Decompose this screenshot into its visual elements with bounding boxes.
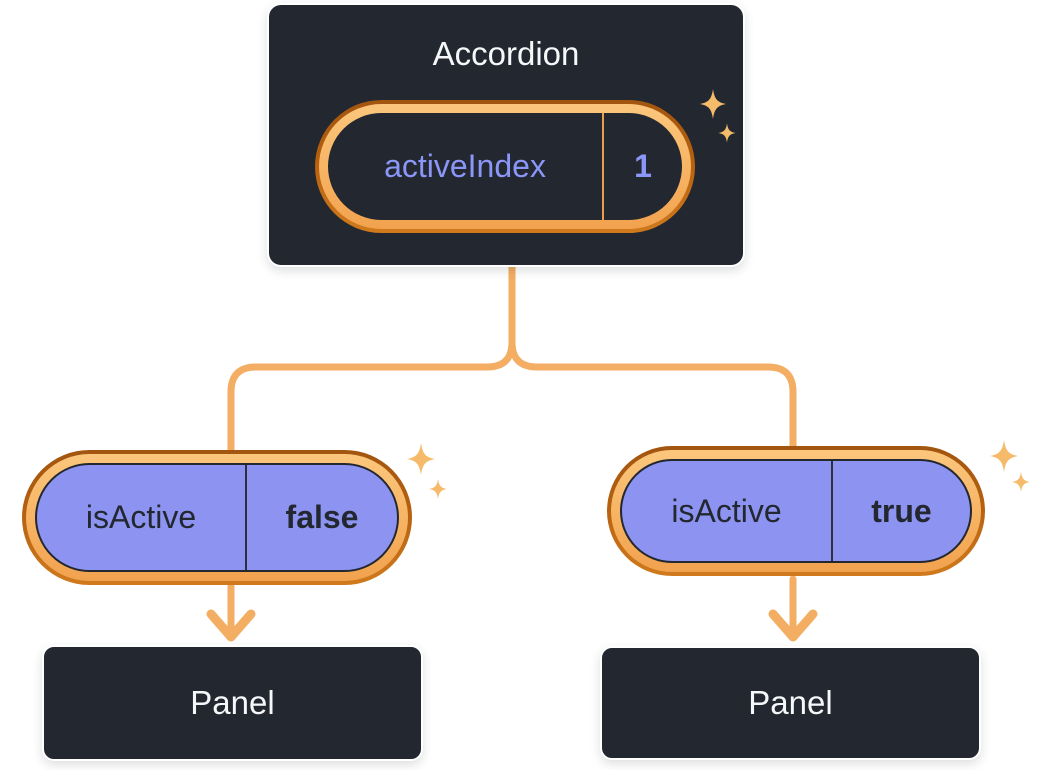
sparkles-icon	[990, 440, 1030, 492]
accordion-title: Accordion	[432, 35, 580, 72]
prop-name-label: isActive	[85, 499, 197, 535]
arrow-left-head-icon	[206, 609, 256, 642]
state-pill-activeindex: activeIndex 1	[315, 100, 695, 233]
sparkles-icon	[407, 443, 447, 499]
pill-divider	[831, 461, 833, 561]
prop-pill-isactive-true: isActive true	[607, 446, 985, 576]
panel-title: Panel	[190, 684, 275, 721]
prop-name-label: isActive	[671, 492, 782, 529]
branch-right-connector	[508, 261, 797, 454]
panel-component-box-right: Panel	[600, 646, 981, 760]
prop-value-label: false	[285, 499, 359, 535]
panel-title: Panel	[748, 684, 833, 721]
arrow-right-head-icon	[768, 609, 818, 642]
state-name-label: activeIndex	[384, 148, 546, 184]
prop-value-label: true	[871, 492, 932, 529]
panel-component-box-left: Panel	[42, 645, 423, 761]
prop-pill-isactive-false: isActive false	[22, 450, 412, 585]
branch-left-connector	[227, 261, 516, 458]
state-value-label: 1	[634, 148, 652, 184]
state-pill-ring: activeIndex 1	[319, 104, 691, 229]
prop-pill-ring: isActive false	[26, 454, 408, 581]
pill-divider	[245, 465, 247, 570]
pill-divider	[602, 113, 604, 220]
prop-pill-ring: isActive true	[611, 450, 981, 572]
